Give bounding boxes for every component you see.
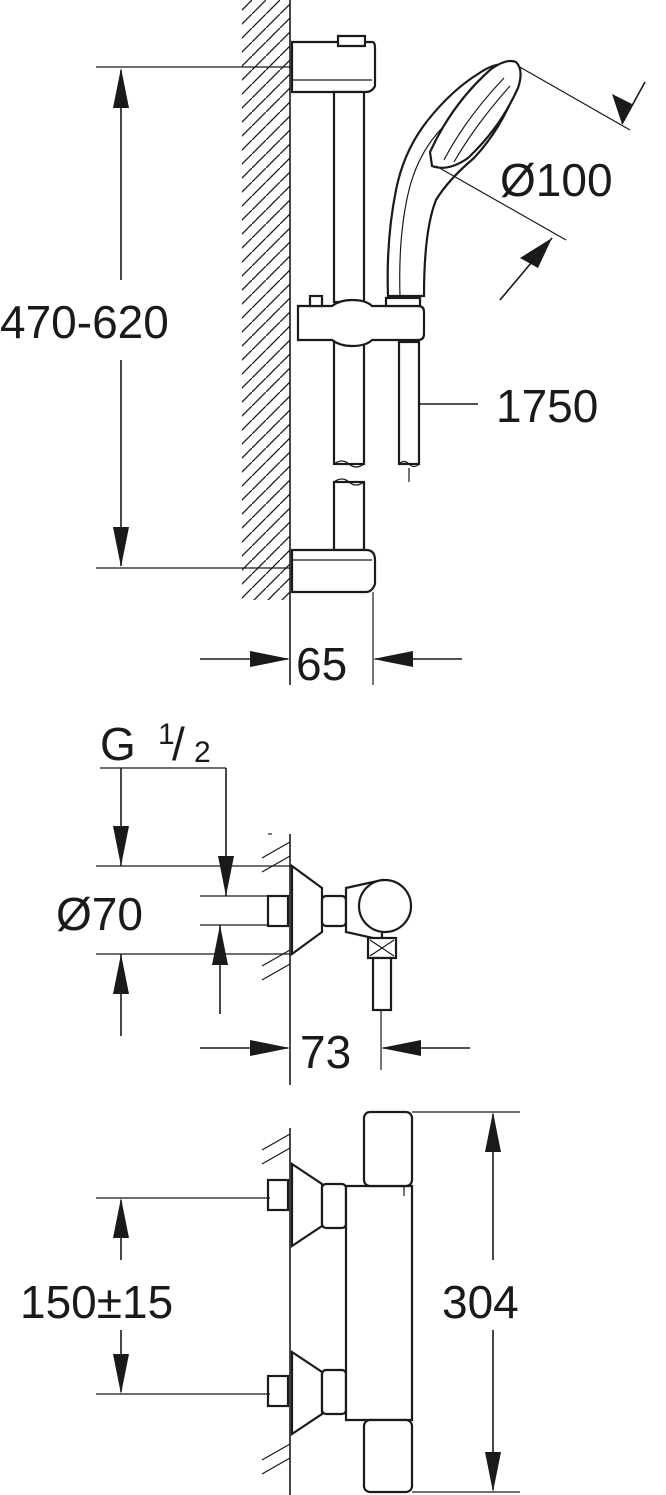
eccentric-upper [320, 1182, 348, 1230]
dim-mixer-depth-label: 73 [300, 1026, 351, 1078]
spray-face [428, 59, 522, 169]
eccentric-side [320, 894, 348, 928]
dim-mixer-length-label: 304 [442, 1276, 519, 1328]
mixer-body-front [344, 1184, 414, 1422]
mixer-top-cap [362, 1110, 414, 1188]
dim-connection-diameter-label: Ø70 [56, 888, 143, 940]
mixer-front-view: 150±15 304 [20, 1110, 520, 1495]
dim-65-arrow-right [373, 651, 413, 667]
inlet-nut-lower [266, 1374, 290, 1408]
dim-470-arrow-top [113, 68, 129, 108]
top-bracket-clip [336, 34, 367, 48]
rail-tube-middle [332, 340, 366, 466]
mixer-bottom-cap [362, 1418, 414, 1494]
dim-hose-length-label: 1750 [496, 380, 598, 432]
thread-numerator: 1 [158, 718, 175, 751]
dim-100-extension-bottom [435, 165, 567, 241]
dim-100-line [621, 81, 646, 125]
escutcheon-upper [290, 1161, 324, 1249]
dim-65-arrow-left [250, 651, 290, 667]
shower-hose [397, 340, 421, 466]
dim-center-distance-label: 150±15 [20, 1276, 173, 1328]
inlet-nut-upper [266, 1178, 290, 1212]
shower-rail-view: 470-620 Ø100 1750 65 [0, 0, 646, 690]
dim-rail-height-label: 470-620 [0, 296, 169, 348]
rail-tube-lower [332, 480, 366, 552]
escutcheon-lower [290, 1349, 324, 1437]
escutcheon-side [290, 863, 324, 957]
inlet-nut-side [266, 894, 290, 928]
thread-slash: / [172, 718, 185, 770]
dim-rail-depth-label: 65 [296, 638, 347, 690]
dim-100-extension-top [517, 65, 631, 131]
rail-tube-upper [332, 90, 366, 304]
mixer-side-view: G 1 / 2 Ø70 73 [56, 718, 470, 1085]
dim-handshower-diameter-label: Ø100 [500, 154, 613, 206]
dim-100-arrow-top [612, 94, 632, 124]
eccentric-lower [320, 1368, 348, 1416]
top-bracket [290, 40, 377, 94]
outlet-connector-side [371, 956, 393, 1012]
mixer-handle-side [357, 878, 413, 934]
wall-hatching-top [242, 0, 290, 600]
bottom-bracket [290, 548, 377, 594]
rail-slider [296, 298, 426, 348]
dim-470-arrow-bottom [113, 527, 129, 567]
thread-denominator: 2 [194, 736, 211, 769]
slider-knob [308, 294, 324, 308]
thread-g-label: G [100, 718, 136, 770]
dim-100-arrow-bottom [520, 238, 552, 268]
